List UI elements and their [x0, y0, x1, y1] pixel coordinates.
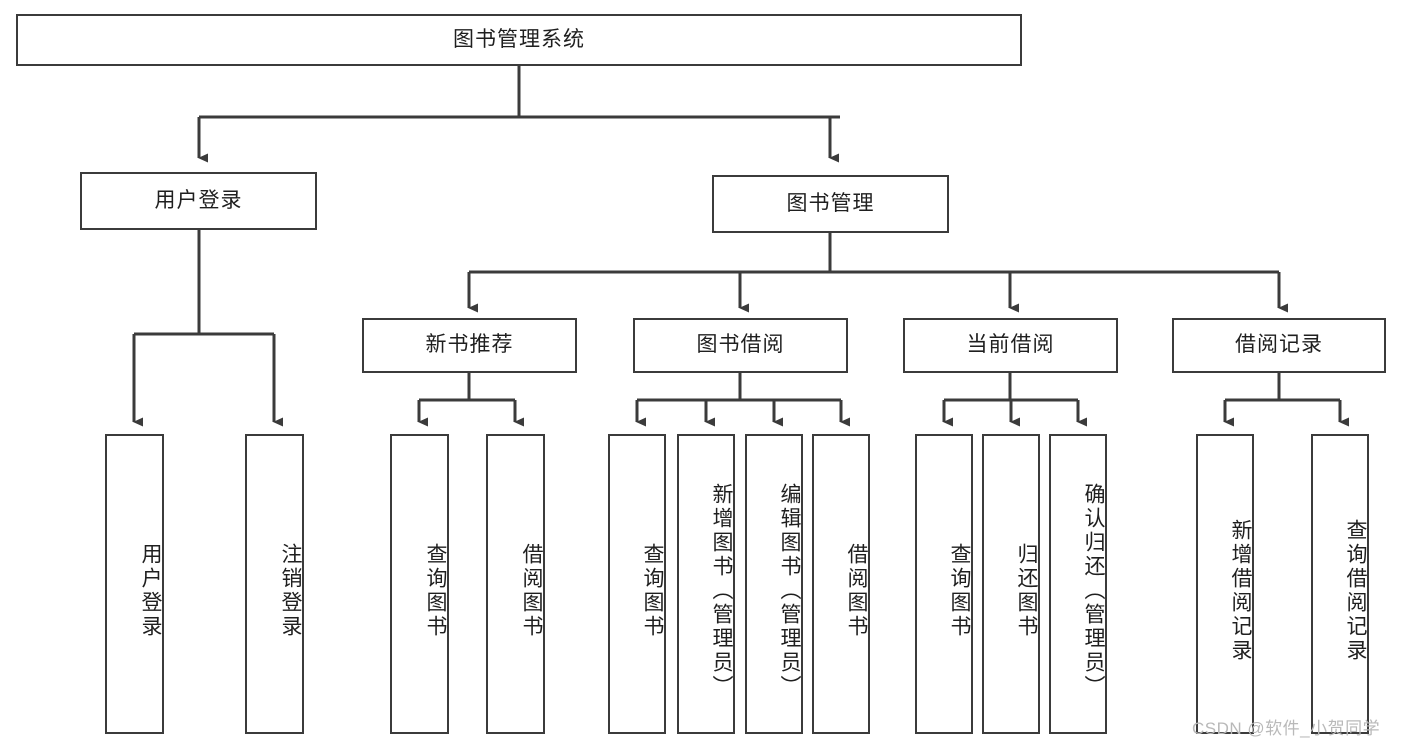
leaf-book-borrow-query-book[interactable]: 查询图书	[608, 434, 666, 734]
node-root-book-management-system[interactable]: 图书管理系统	[16, 14, 1022, 66]
leaf-current-borrow-confirm-return-admin[interactable]: 确认归还（管理员）	[1049, 434, 1107, 734]
leaf-book-borrow-borrow-book[interactable]: 借阅图书	[812, 434, 870, 734]
node-label: 用户登录	[154, 188, 243, 212]
node-label: 图书借阅	[696, 333, 785, 357]
leaf-book-borrow-edit-book-admin[interactable]: 编辑图书（管理员）	[745, 434, 803, 734]
leaf-user-login-login[interactable]: 用户登录	[105, 434, 164, 734]
node-label: 查询图书	[948, 543, 971, 639]
node-label: 查询图书	[424, 543, 447, 639]
node-label: 确认归还（管理员）	[1082, 483, 1105, 699]
leaf-book-borrow-add-book-admin[interactable]: 新增图书（管理员）	[677, 434, 735, 734]
node-label: 图书管理	[786, 191, 875, 215]
node-borrow-record[interactable]: 借阅记录	[1172, 318, 1386, 373]
node-label: 注销登录	[279, 543, 302, 639]
node-label: 查询图书	[641, 543, 664, 639]
node-book-management[interactable]: 图书管理	[712, 175, 949, 233]
node-label: 新书推荐	[425, 333, 514, 357]
node-label: 当前借阅	[966, 333, 1055, 357]
leaf-new-book-borrow-book[interactable]: 借阅图书	[486, 434, 545, 734]
leaf-borrow-record-add-record[interactable]: 新增借阅记录	[1196, 434, 1254, 734]
node-user-login[interactable]: 用户登录	[80, 172, 317, 230]
leaf-borrow-record-query-record[interactable]: 查询借阅记录	[1311, 434, 1369, 734]
node-label: 借阅图书	[845, 543, 868, 639]
node-label: 借阅图书	[520, 543, 543, 639]
node-label: 借阅记录	[1235, 333, 1323, 357]
node-label: 查询借阅记录	[1344, 519, 1367, 663]
node-label: 新增图书（管理员）	[710, 483, 733, 699]
leaf-current-borrow-return-book[interactable]: 归还图书	[982, 434, 1040, 734]
node-book-borrow[interactable]: 图书借阅	[633, 318, 848, 373]
leaf-current-borrow-query-book[interactable]: 查询图书	[915, 434, 973, 734]
node-current-borrow[interactable]: 当前借阅	[903, 318, 1118, 373]
node-label: 编辑图书（管理员）	[778, 483, 801, 699]
node-label: 新增借阅记录	[1229, 519, 1252, 663]
node-label: 图书管理系统	[453, 27, 585, 51]
leaf-user-login-logout[interactable]: 注销登录	[245, 434, 304, 734]
node-label: 归还图书	[1015, 543, 1038, 639]
node-new-book-recommend[interactable]: 新书推荐	[362, 318, 577, 373]
node-label: 用户登录	[139, 543, 162, 639]
leaf-new-book-query-book[interactable]: 查询图书	[390, 434, 449, 734]
